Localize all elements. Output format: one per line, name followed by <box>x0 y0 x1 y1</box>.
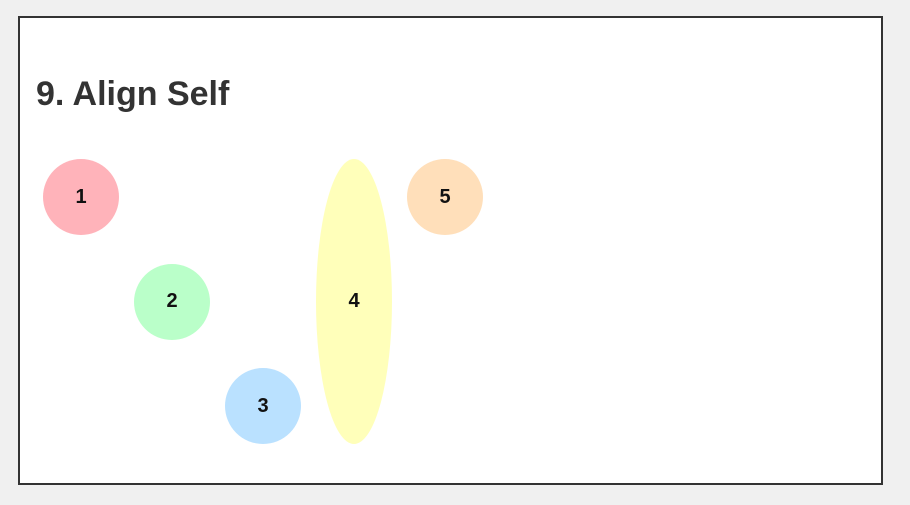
flex-container: 1 2 3 4 5 <box>43 159 483 444</box>
section-title: 9. Align Self <box>36 75 230 113</box>
flex-item-3: 3 <box>225 368 301 444</box>
flex-item-2: 2 <box>134 263 210 340</box>
demo-panel: 9. Align Self 1 2 3 4 5 <box>18 16 883 485</box>
flex-item-1: 1 <box>43 159 119 235</box>
flex-item-5: 5 <box>407 159 483 235</box>
flex-item-4: 4 <box>316 159 392 444</box>
